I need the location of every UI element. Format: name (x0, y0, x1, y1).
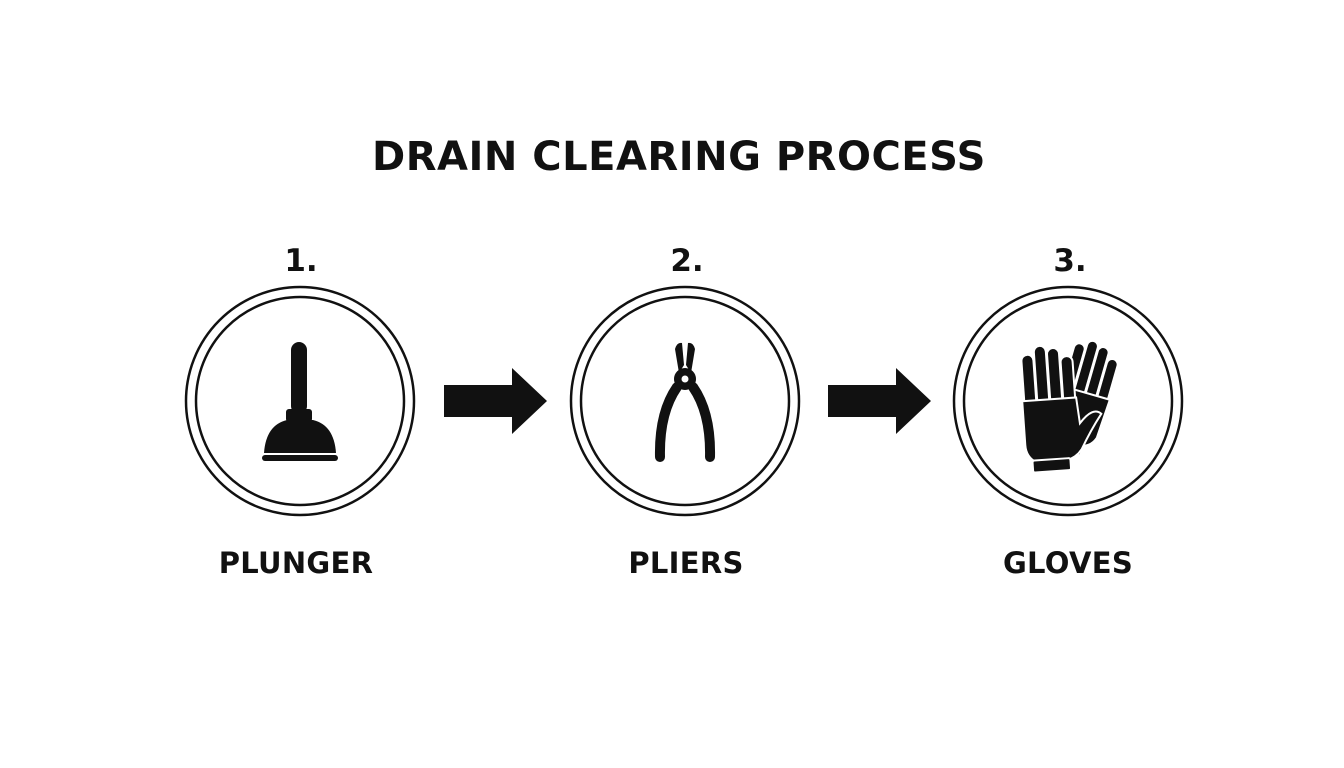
step-2-circle (569, 285, 801, 517)
step-1-number: 1. (284, 243, 318, 279)
step-1-circle (184, 285, 416, 517)
step-2-number: 2. (670, 243, 704, 279)
arrow-right-icon (828, 368, 931, 434)
step-2-label: PLIERS (628, 546, 744, 580)
arrow-right-icon (444, 368, 547, 434)
diagram-title: DRAIN CLEARING PROCESS (372, 134, 986, 180)
step-3-circle (952, 285, 1184, 517)
pliers-icon (654, 342, 716, 462)
plunger-icon (262, 342, 338, 461)
step-3-label: GLOVES (1002, 546, 1134, 580)
step-1-label: PLUNGER (218, 546, 374, 580)
gloves-icon (1020, 339, 1119, 474)
step-3-number: 3. (1053, 243, 1087, 279)
